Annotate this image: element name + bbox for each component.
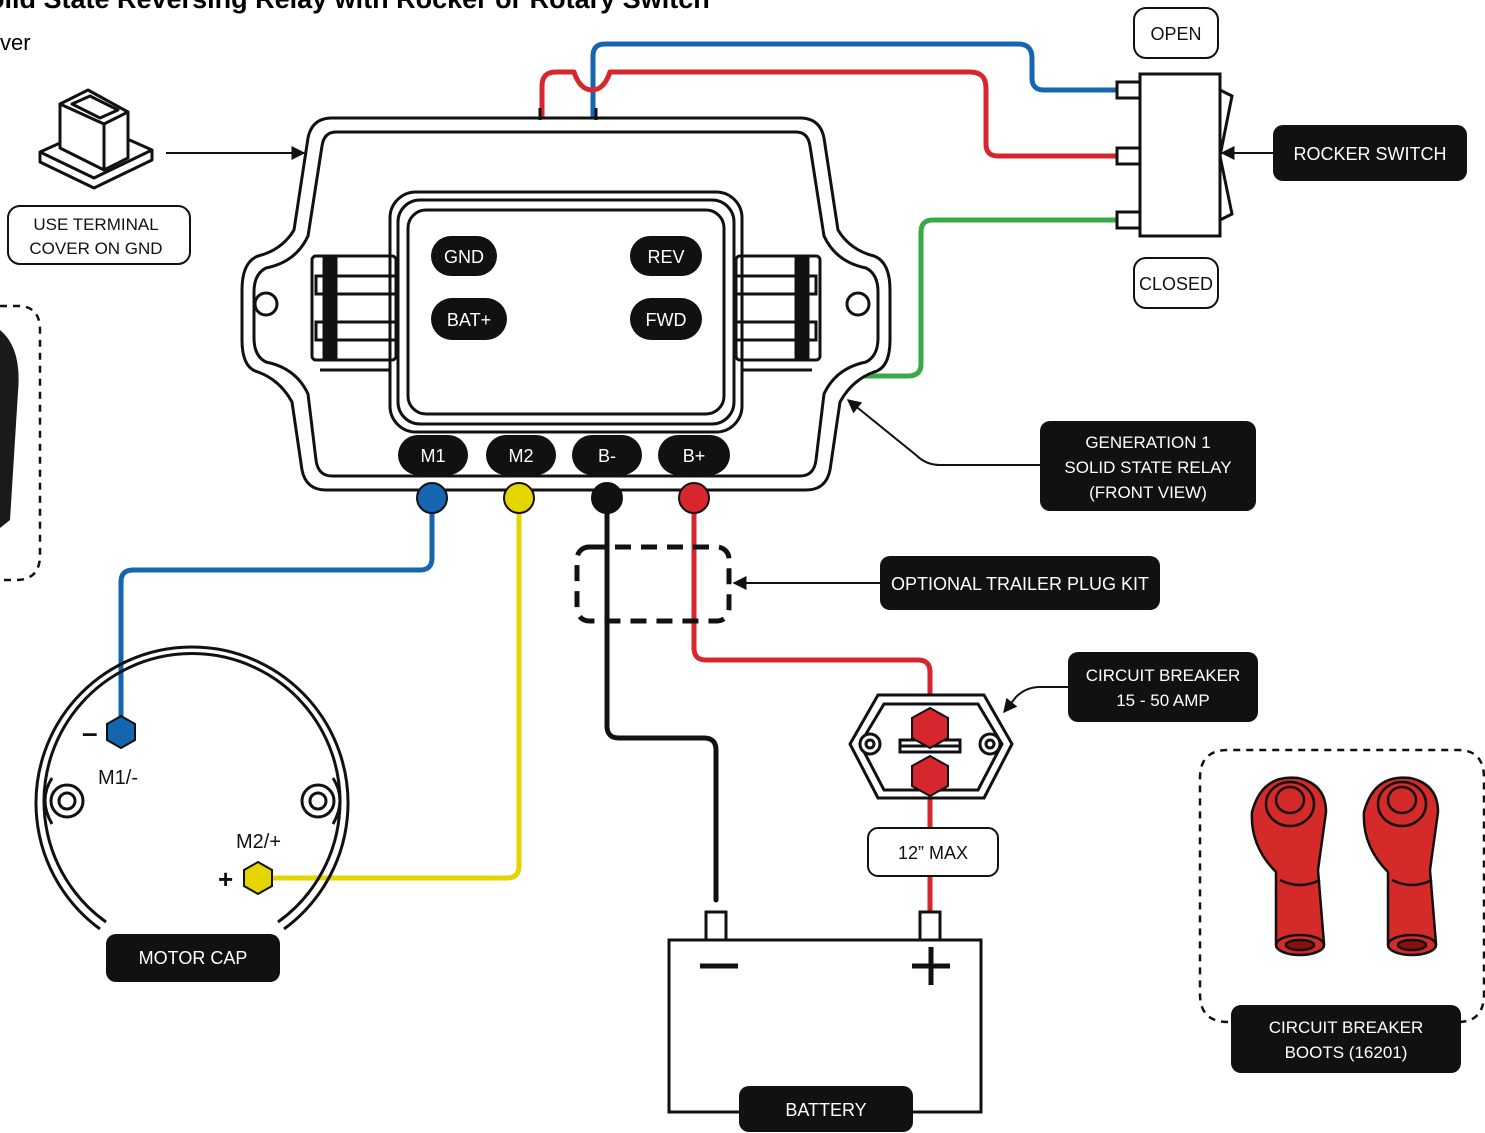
terminal-rev: REV [630, 236, 702, 276]
terminal-fwd: FWD [630, 298, 702, 340]
terminal-bneg-label: B- [598, 446, 616, 466]
label-trailer-plug: OPTIONAL TRAILER PLUG KIT [880, 556, 1160, 610]
label-rocker-switch: ROCKER SWITCH [1273, 125, 1467, 181]
label-relay-line3: (FRONT VIEW) [1089, 483, 1207, 502]
breaker-boots-box [1198, 748, 1485, 1024]
m2-hex-nut [243, 860, 273, 896]
breaker-bottom-nut [911, 754, 949, 798]
wire-m1-blue [118, 495, 435, 735]
motor-plus-sign: + [218, 864, 233, 894]
terminal-bat-label: BAT+ [447, 310, 491, 330]
terminal-rev-label: REV [647, 247, 684, 267]
arrow-relay [846, 399, 1040, 466]
label-boots-line1: CIRCUIT BREAKER [1269, 1018, 1424, 1037]
relay-terminals: GND BAT+ REV FWD M1 M2 B- B+ [398, 236, 730, 475]
label-terminal-cover: USE TERMINAL COVER ON GND [7, 205, 191, 265]
breaker-boot-left [1250, 776, 1328, 957]
leaders [166, 146, 1273, 714]
label-motor-cap-text: MOTOR CAP [139, 948, 248, 968]
trailer-plug-box [574, 544, 732, 624]
label-terminal-cover-line2: COVER ON GND [29, 239, 162, 258]
page-subtitle: ver [0, 30, 31, 55]
label-breaker-line1: CIRCUIT BREAKER [1086, 666, 1241, 685]
label-m1-neg: M1/- [98, 767, 138, 789]
label-boots-line2: BOOTS (16201) [1285, 1043, 1408, 1062]
label-terminal-cover-line1: USE TERMINAL [33, 215, 158, 234]
terminal-m2-label: M2 [508, 446, 533, 466]
label-relay-line2: SOLID STATE RELAY [1064, 458, 1231, 477]
label-max-length: 12” MAX [867, 827, 999, 877]
terminal-dots [416, 482, 710, 514]
bpos-dot [678, 482, 710, 514]
motor-minus-sign: – [82, 717, 98, 748]
label-open-text: OPEN [1150, 24, 1201, 44]
label-max-length-text: 12” MAX [898, 843, 968, 863]
motor-cap [34, 645, 350, 931]
label-m2-pos: M2/+ [236, 831, 281, 853]
m2-dot [503, 482, 535, 514]
label-relay-line1: GENERATION 1 [1085, 433, 1210, 452]
terminal-bneg: B- [572, 435, 642, 475]
wire-bpos-red [691, 495, 933, 725]
label-breaker: CIRCUIT BREAKER 15 - 50 AMP [1068, 652, 1258, 722]
label-open: OPEN [1133, 7, 1219, 59]
rocker-switch [1115, 72, 1234, 238]
label-boots: CIRCUIT BREAKER BOOTS (16201) [1231, 1005, 1461, 1073]
breaker-boot-right [1362, 776, 1440, 957]
label-closed: CLOSED [1133, 257, 1219, 309]
terminal-bpos-label: B+ [683, 446, 706, 466]
arrow-breaker [1003, 686, 1068, 714]
wires [118, 41, 1120, 913]
wire-m2-yellow [257, 495, 522, 881]
battery [667, 910, 983, 1114]
label-battery: BATTERY [739, 1086, 913, 1132]
breaker-top-nut [911, 706, 949, 750]
label-breaker-line2: 15 - 50 AMP [1116, 691, 1210, 710]
label-rocker-switch-text: ROCKER SWITCH [1294, 144, 1447, 164]
page-title: olid State Reversing Relay with Rocker o… [0, 0, 710, 15]
label-motor-cap: MOTOR CAP [106, 934, 280, 982]
terminal-m2: M2 [486, 435, 556, 475]
solid-state-relay [240, 108, 892, 492]
wire-bneg-black [604, 495, 719, 903]
terminal-fwd-label: FWD [646, 310, 687, 330]
left-dashed-detail [0, 304, 42, 582]
terminal-bat: BAT+ [431, 298, 507, 340]
label-closed-text: CLOSED [1139, 274, 1213, 294]
label-relay: GENERATION 1 SOLID STATE RELAY (FRONT VI… [1040, 421, 1256, 511]
m1-hex-nut [106, 714, 136, 750]
terminal-m1-label: M1 [420, 446, 445, 466]
terminal-gnd-label: GND [444, 247, 484, 267]
bneg-dot [591, 482, 623, 514]
label-battery-text: BATTERY [785, 1100, 866, 1120]
terminal-bpos: B+ [658, 435, 730, 475]
terminal-cover-icon [38, 88, 154, 190]
terminal-gnd: GND [431, 236, 497, 276]
label-trailer-plug-text: OPTIONAL TRAILER PLUG KIT [891, 574, 1149, 594]
m1-dot [416, 482, 448, 514]
terminal-m1: M1 [398, 435, 468, 475]
